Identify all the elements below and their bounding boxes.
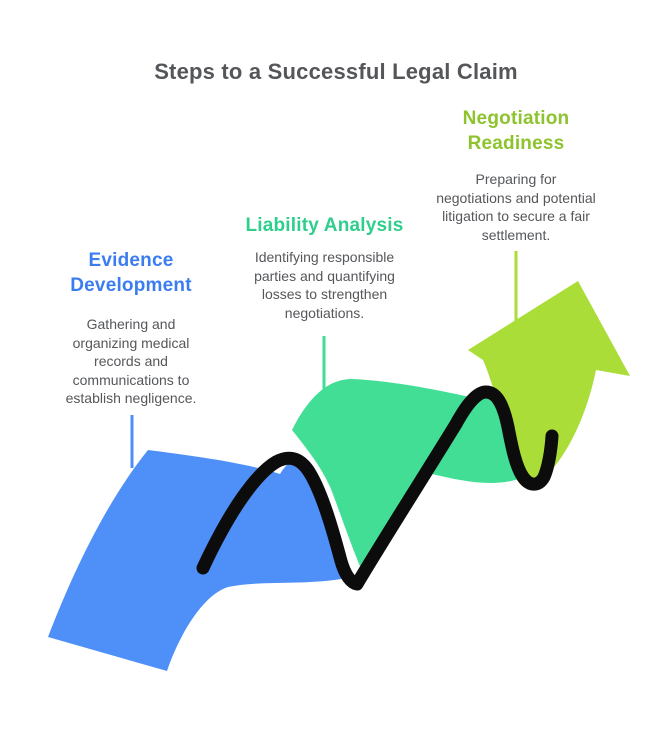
- page-title: Steps to a Successful Legal Claim: [154, 58, 518, 84]
- step-evidence-development: Evidence Development Gathering and organ…: [56, 248, 206, 408]
- step-description-negotiation-readiness: Preparing for negotiations and potential…: [436, 171, 596, 243]
- step-title-evidence-development: Evidence Development: [70, 250, 192, 296]
- step-title-liability-analysis: Liability Analysis: [245, 215, 404, 236]
- ribbon-green-segment: [292, 379, 521, 578]
- ribbon-fold-outline: [196, 385, 559, 591]
- ribbon-blue-segment: [48, 450, 348, 671]
- step-description-evidence-development: Gathering and organizing medical records…: [65, 316, 197, 406]
- step-negotiation-readiness: Negotiation Readiness Preparing for nego…: [436, 106, 596, 244]
- step-title-negotiation-readiness: Negotiation Readiness: [462, 108, 570, 154]
- step-description-liability-analysis: Identifying responsible parties and quan…: [254, 249, 395, 321]
- step-liability-analysis: Liability Analysis Identifying responsib…: [237, 213, 412, 322]
